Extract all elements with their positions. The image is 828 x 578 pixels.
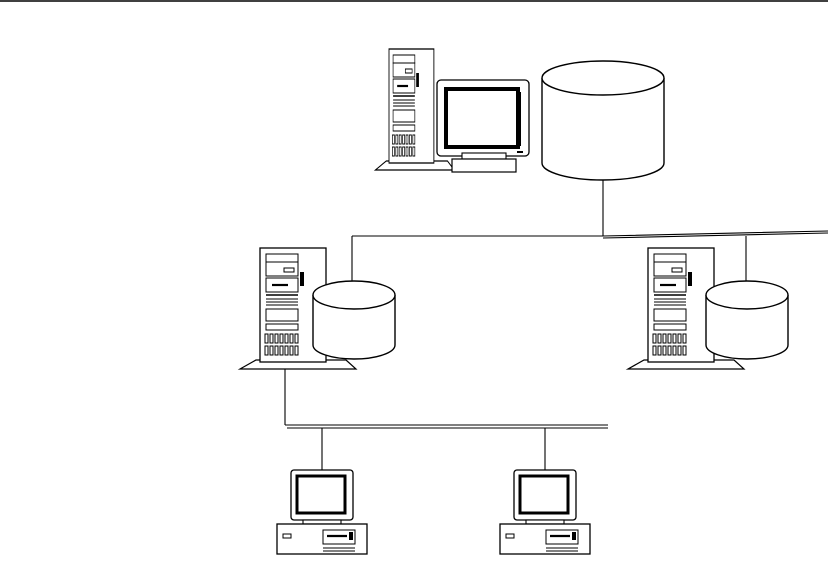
- central-monitor-icon: [437, 80, 529, 172]
- right-database-icon: [706, 281, 788, 359]
- central-database-icon: [542, 61, 664, 180]
- client-pc-1-desktop-icon: [277, 470, 367, 554]
- left-database-icon: [313, 281, 395, 359]
- central-workstation: [375, 49, 529, 172]
- client-pc-2-desktop-icon: [500, 470, 590, 554]
- backbone-bus: [352, 231, 828, 236]
